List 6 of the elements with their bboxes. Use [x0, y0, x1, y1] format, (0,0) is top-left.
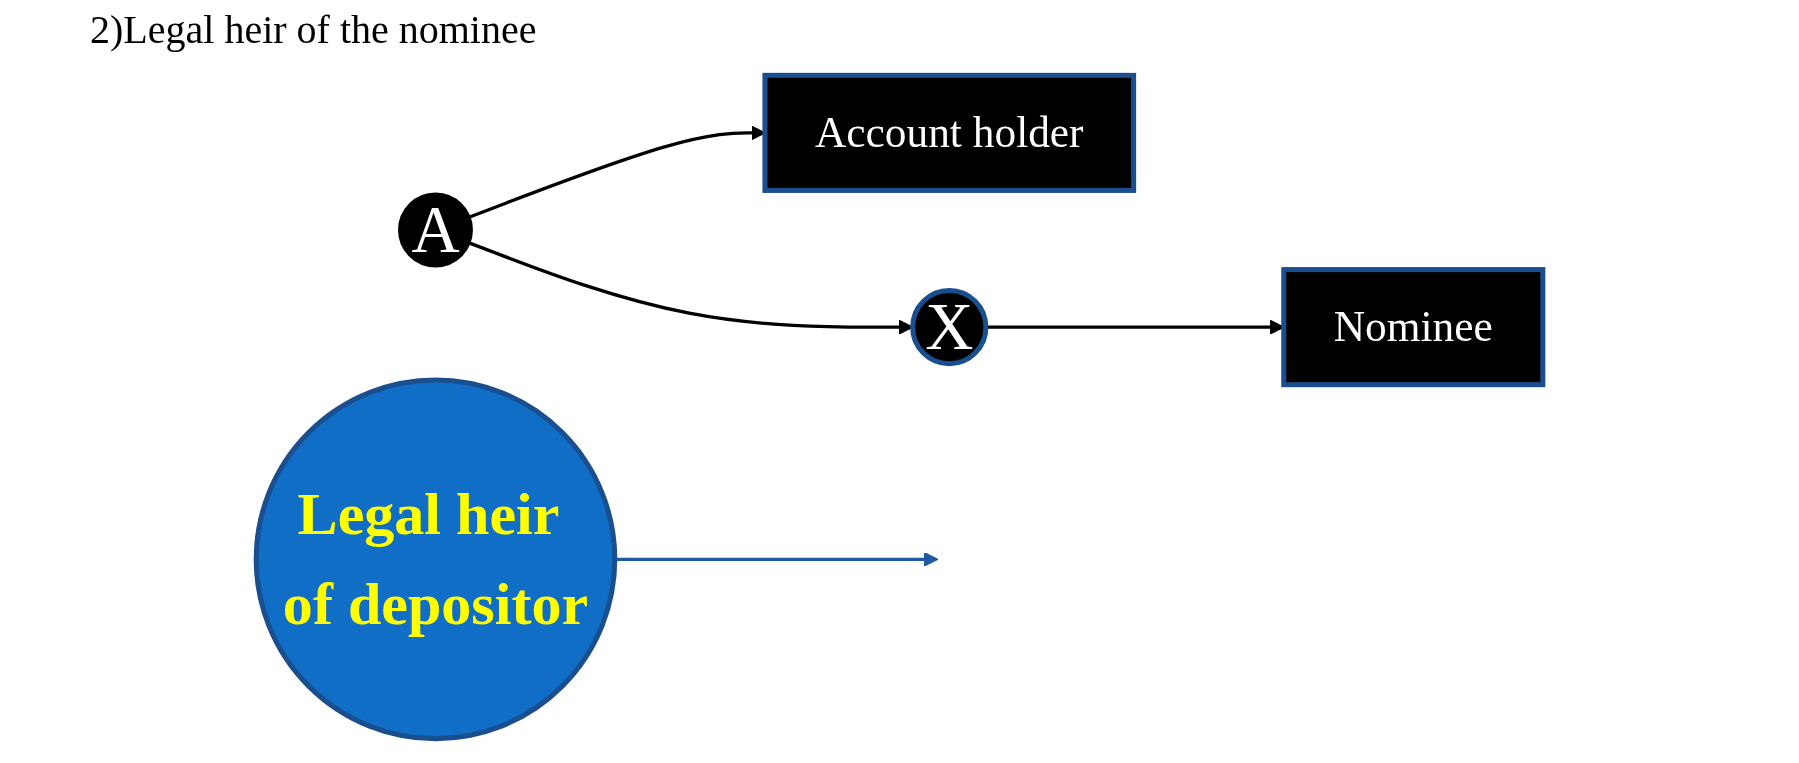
node-circle: A	[398, 192, 473, 268]
node-circle: X	[910, 288, 989, 367]
node-box: Account holder	[762, 72, 1137, 193]
node-circle: Legal heir of depositor	[253, 377, 618, 742]
diagram-title: 2)Legal heir of the nominee	[89, 6, 538, 54]
node-box: Nominee	[1281, 267, 1546, 388]
